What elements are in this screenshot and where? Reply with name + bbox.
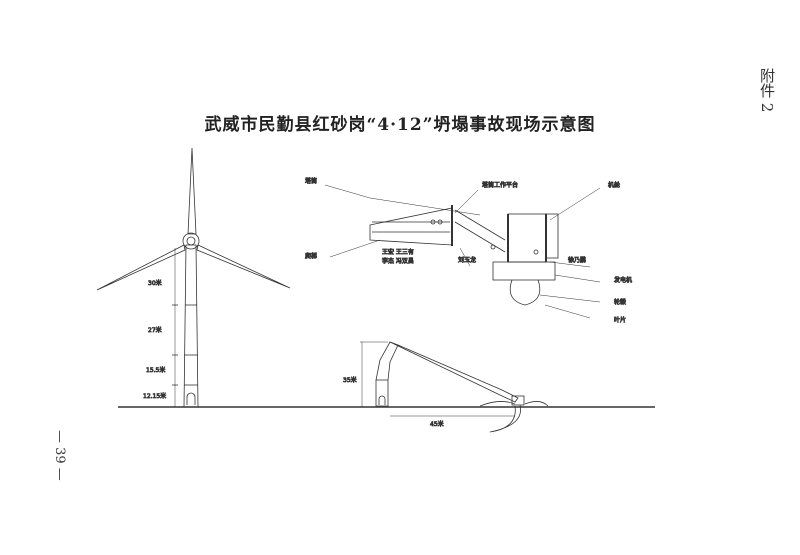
- label-hub: 轮毂: [614, 298, 626, 306]
- dim-45m: 45米: [430, 420, 444, 428]
- dim-15-5m: 15.5米: [146, 366, 165, 374]
- attachment-label: 附件 2: [758, 68, 776, 113]
- label-name-d: 徐乃鹏: [568, 256, 586, 264]
- label-nacelle: 机舱: [608, 181, 620, 189]
- label-platform: 塔筒工作平台: [482, 181, 518, 189]
- label-generator: 发电机: [614, 276, 632, 284]
- label-tower-tube: 塔筒: [305, 177, 317, 185]
- label-names-a: 王宏 王三有: [382, 248, 414, 256]
- standing-turbine: 30米 27米 15.5米 12.15米: [96, 147, 291, 408]
- dim-35m: 35米: [343, 376, 357, 384]
- label-name-c: 刘玉龙: [458, 256, 476, 264]
- dim-12-15m: 12.15米: [143, 392, 166, 400]
- dim-30m: 30米: [148, 279, 162, 287]
- dim-27m: 27米: [148, 326, 162, 334]
- detail-view: 塔筒 塔筒工作平台 机舱 爬梯 王宏 王三有 李杰 冯双昌 刘玉龙 徐乃鹏 发电…: [305, 177, 633, 325]
- label-ladder: 爬梯: [305, 252, 317, 260]
- collapsed-turbine: 35米 45米: [343, 341, 549, 433]
- label-blade: 叶片: [614, 316, 626, 324]
- page-number: — 39 —: [52, 430, 67, 481]
- page-title: 武威市民勤县红砂岗“4·12”坍塌事故现场示意图: [204, 115, 596, 135]
- label-names-b: 李杰 冯双昌: [382, 257, 414, 265]
